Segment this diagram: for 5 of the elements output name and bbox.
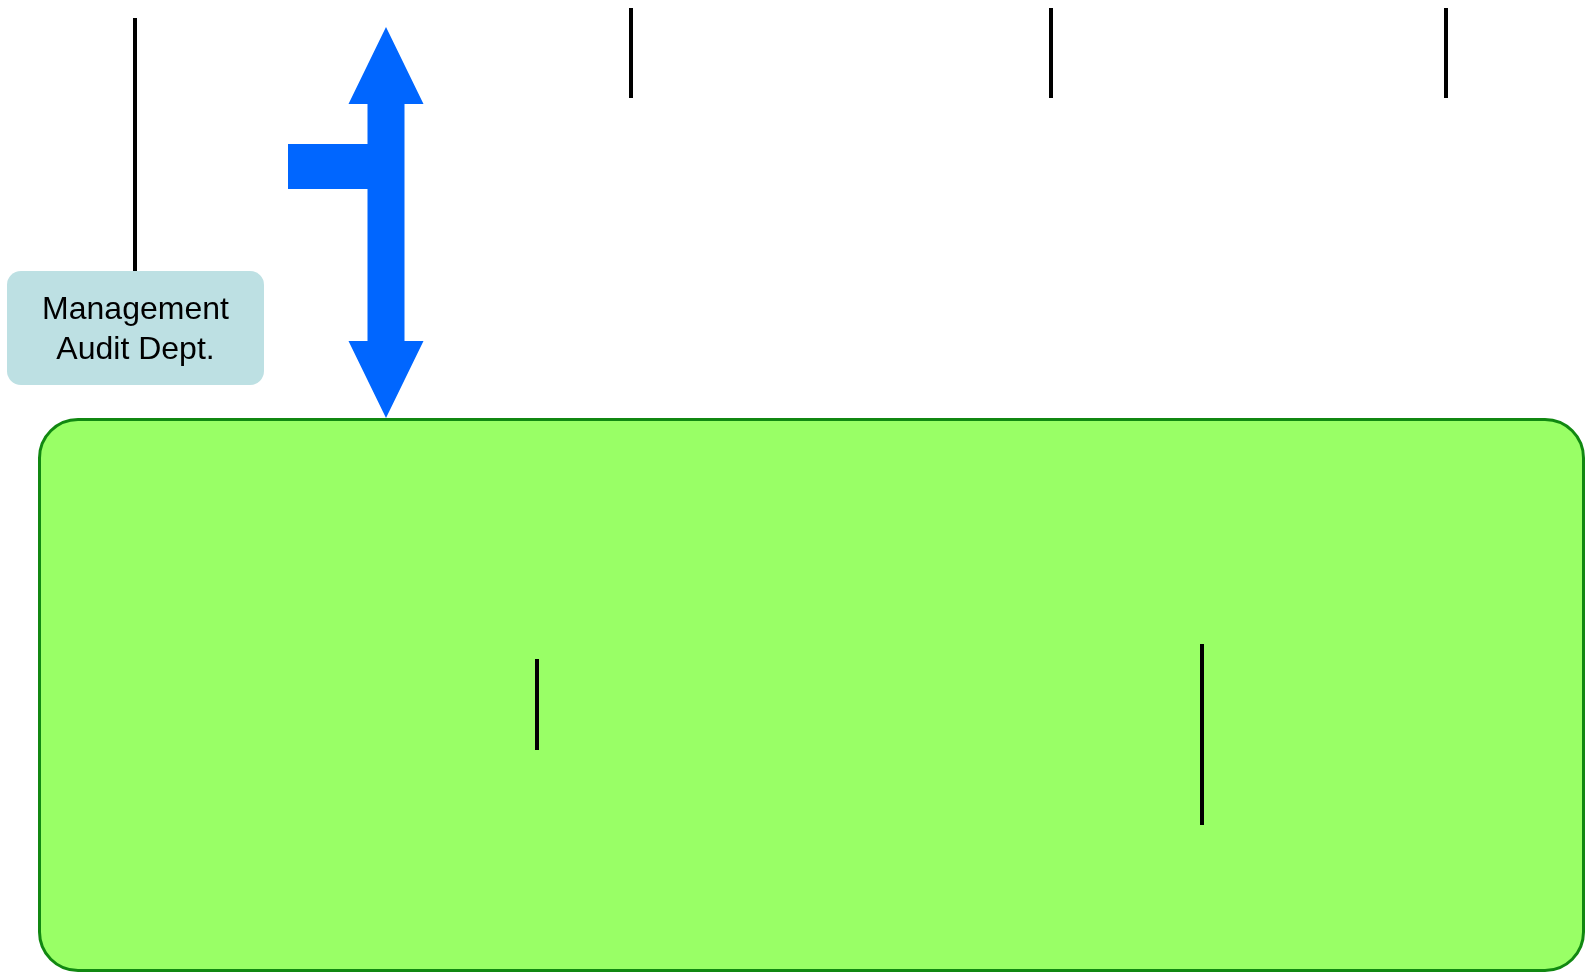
double-arrow bbox=[348, 27, 424, 418]
connector-line bbox=[133, 18, 137, 271]
node-label: Management Audit Dept. bbox=[41, 289, 230, 368]
group-box bbox=[38, 418, 1585, 972]
department-box bbox=[7, 271, 264, 385]
